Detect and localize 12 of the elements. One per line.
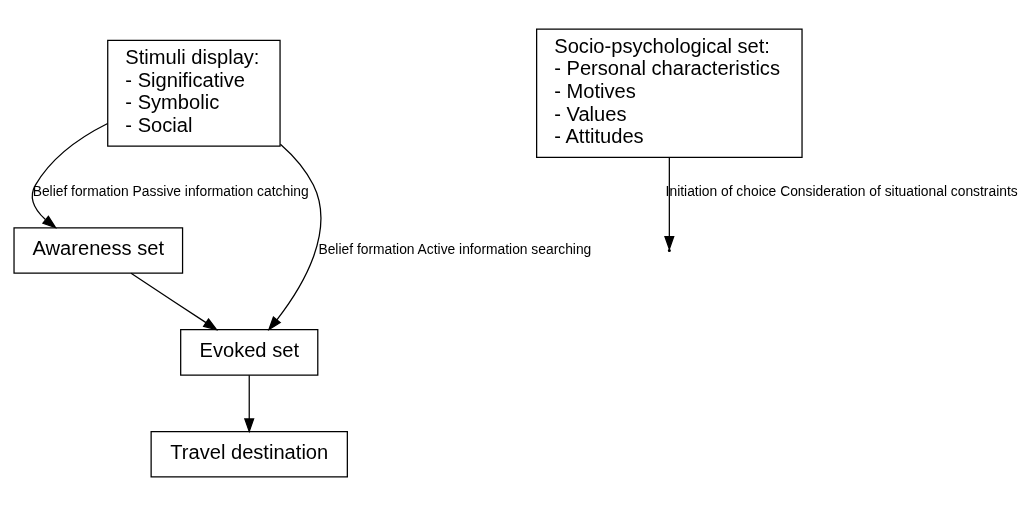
node-box: Travel destination — [150, 431, 348, 478]
arrow — [663, 156, 675, 251]
edge-label: Belief formation Active information searching — [317, 241, 591, 258]
arrow — [129, 272, 218, 331]
arrow — [243, 374, 255, 434]
node-box: Awareness set — [12, 227, 183, 274]
node-box: Evoked set — [179, 329, 318, 376]
node-box: Socio-psychological set: - Personal characteristics - Motives - Values - Attitudes — [535, 28, 803, 159]
arrow — [31, 122, 108, 229]
node-box: Stimuli display: - Significative - Symbolic - Social — [106, 39, 281, 147]
edge-label: Belief formation Passive information catching — [32, 183, 309, 200]
arrow — [267, 143, 322, 332]
